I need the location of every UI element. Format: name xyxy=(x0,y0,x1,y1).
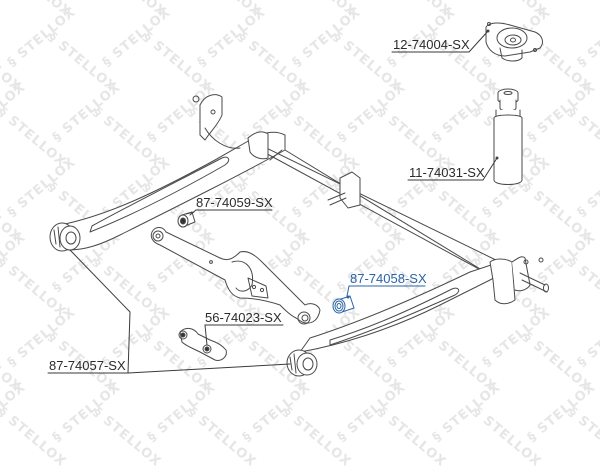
right-trailing-arm-drawing xyxy=(299,256,549,353)
bushing-87-74059-drawing xyxy=(177,211,196,228)
watermark-text: § STELLOX xyxy=(89,404,164,470)
dust-boot-drawing xyxy=(493,88,523,185)
part-label-11-74031-sx[interactable]: 11-74031-SX xyxy=(409,165,485,180)
watermark-text: § STELLOX xyxy=(469,404,544,470)
leader-lines xyxy=(47,30,498,374)
bushing-87-74058-drawing xyxy=(332,295,355,314)
diagram-drawing xyxy=(47,22,549,377)
watermark-text: § STELLOX xyxy=(564,404,600,470)
right-eye-bushing-drawing xyxy=(286,349,318,377)
part-label-56-74023-sx[interactable]: 56-74023-SX xyxy=(205,310,282,325)
strut-top-mount-drawing xyxy=(485,22,543,62)
part-label-87-74059-sx[interactable]: 87-74059-SX xyxy=(196,195,273,210)
watermark-text: § STELLOX xyxy=(374,404,449,470)
left-eye-bushing-drawing xyxy=(49,222,81,252)
link-56-74023-drawing xyxy=(178,327,227,361)
left-trailing-arm-drawing xyxy=(59,94,286,251)
part-label-87-74058-sx[interactable]: 87-74058-SX xyxy=(350,271,427,286)
part-label-87-74057-sx[interactable]: 87-74057-SX xyxy=(49,358,126,373)
lower-arm-drawing xyxy=(150,227,321,325)
cross-beam-drawing xyxy=(247,131,501,279)
watermark-text: § STELLOX xyxy=(184,404,259,470)
part-label-12-74004-sx[interactable]: 12-74004-SX xyxy=(393,37,470,52)
watermark-text: § STELLOX xyxy=(279,404,354,470)
watermark-text: § STELLOX xyxy=(0,404,69,470)
